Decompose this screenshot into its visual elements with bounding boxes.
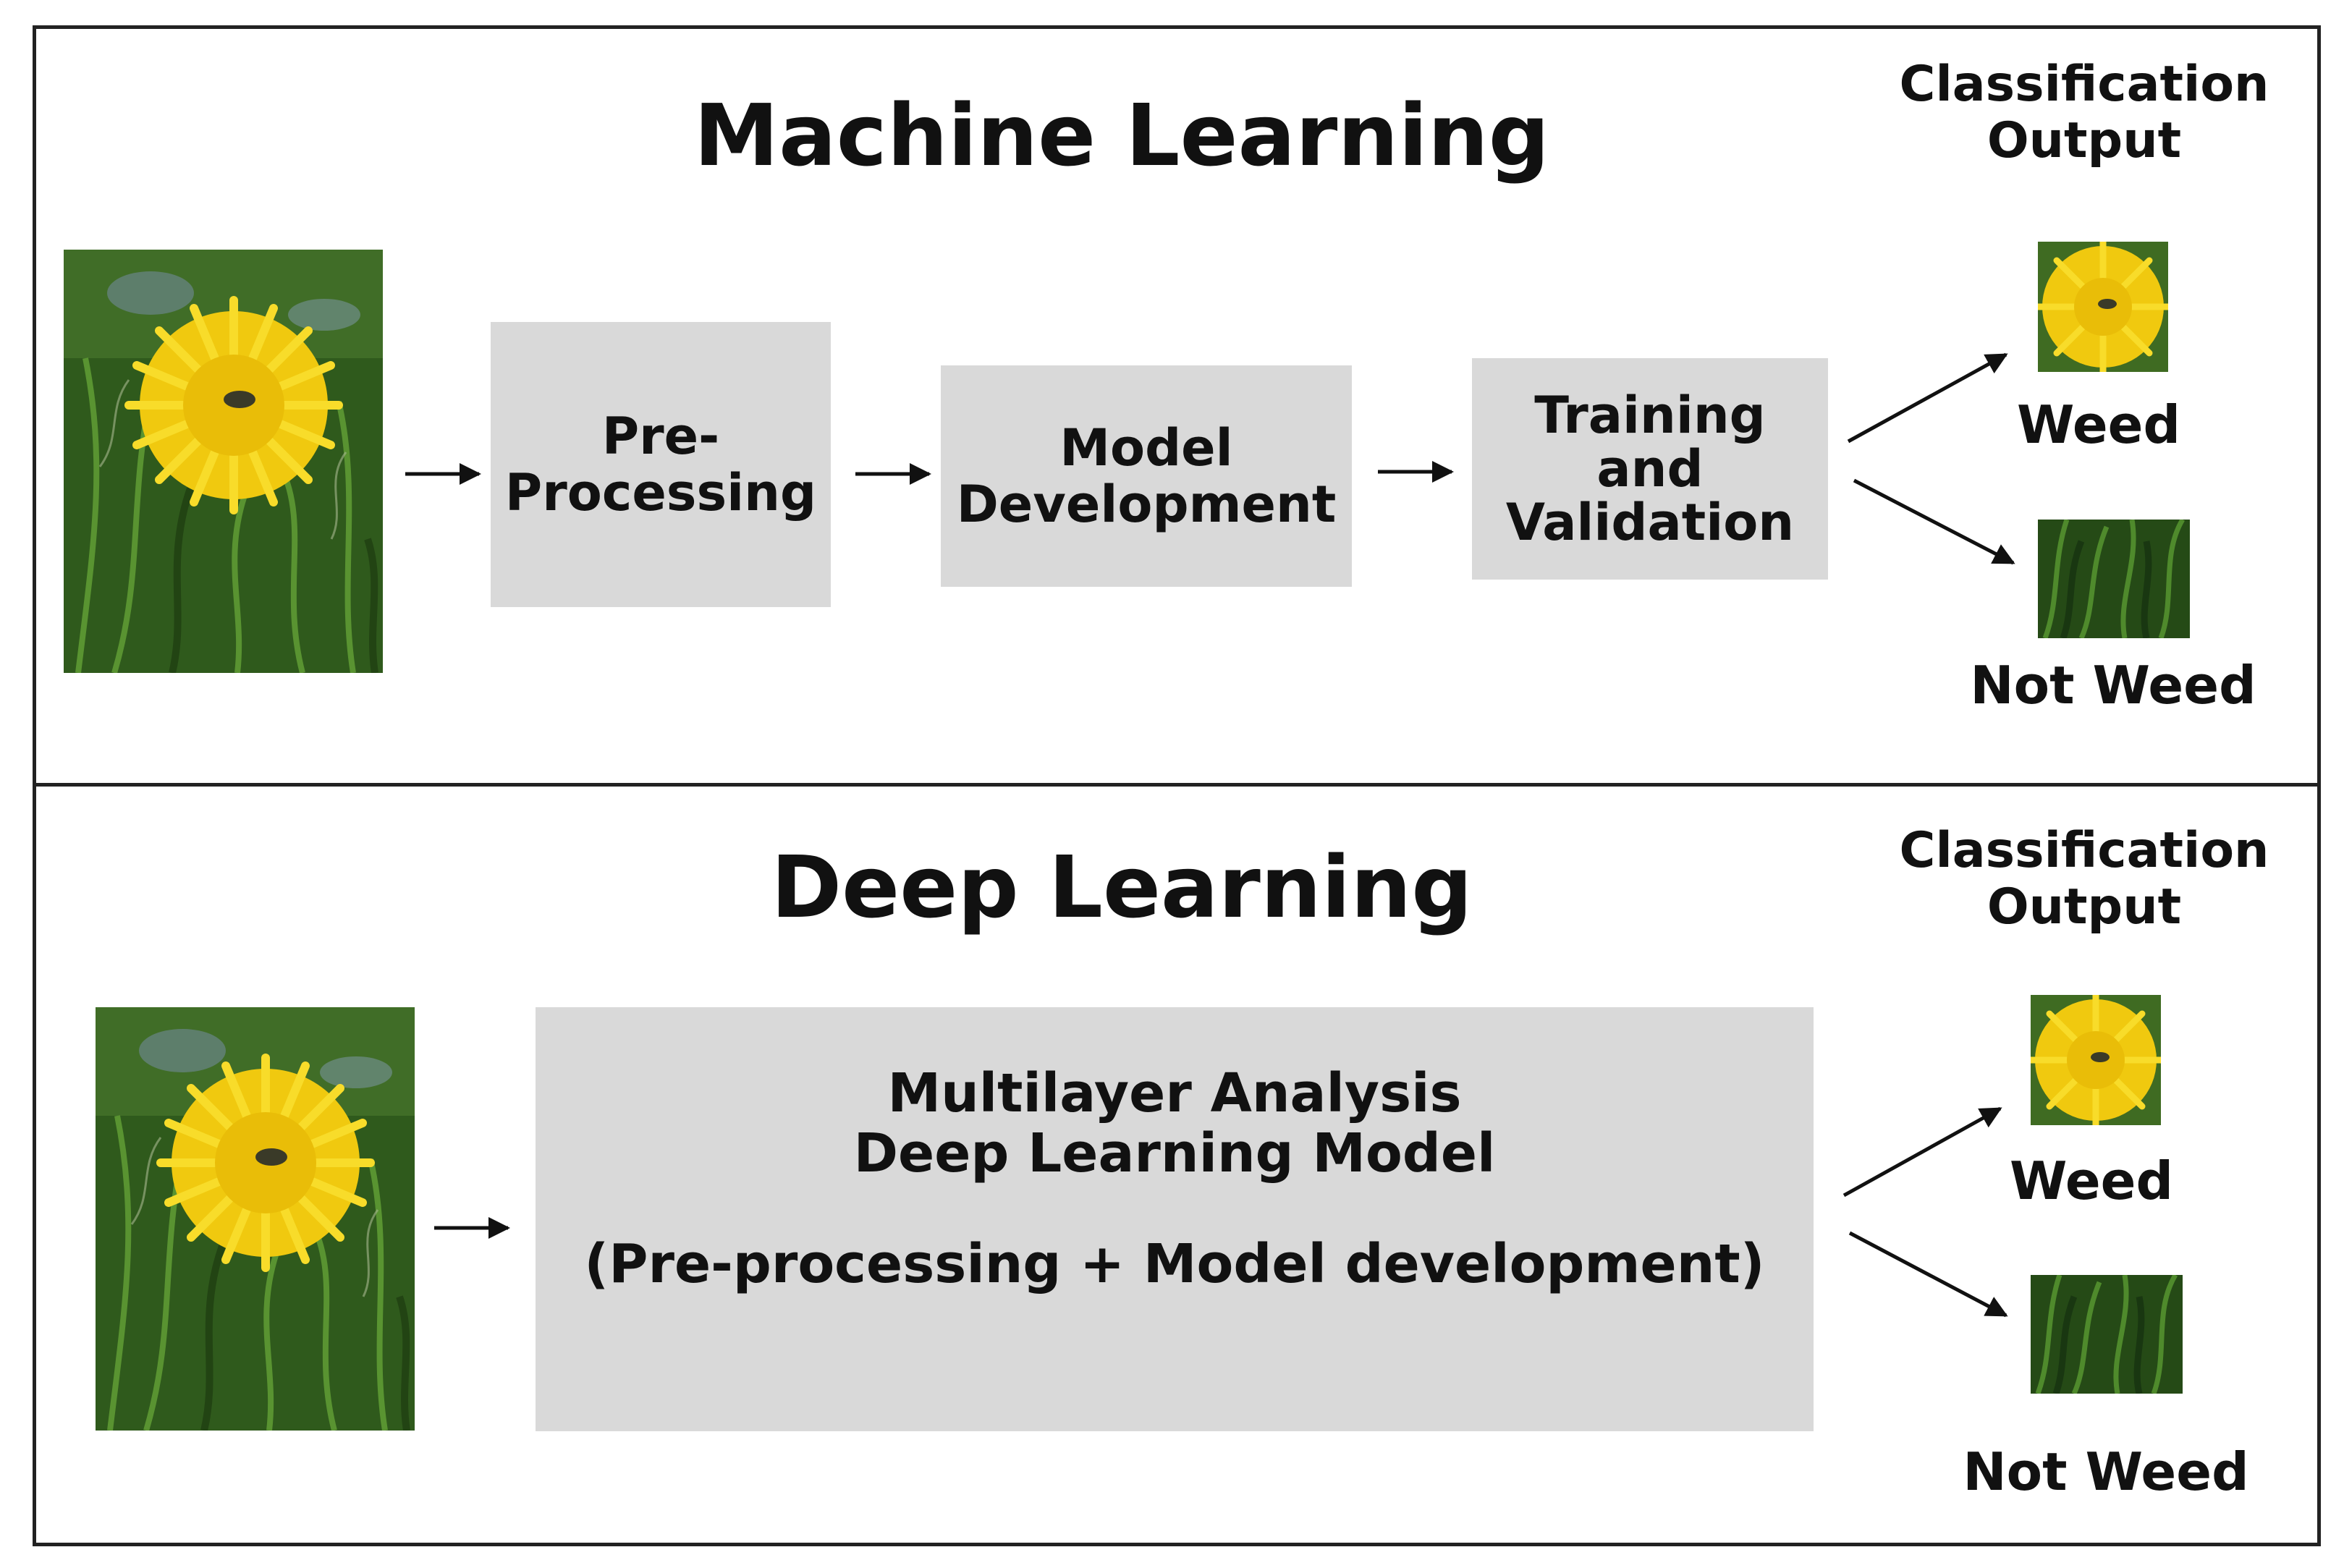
training-validation-label: Training and Validation [1505, 385, 1795, 553]
arrow-icon [1842, 1106, 2002, 1198]
dl-model-line-1: Multilayer Analysis [887, 1062, 1462, 1124]
model-development-box: Model Development [941, 365, 1352, 587]
dl-title: Deep Learning [771, 837, 1473, 937]
ml-output-weed-label: Weed [2016, 394, 2181, 455]
dl-output-not-weed-label: Not Weed [1963, 1441, 2249, 1502]
training-validation-box: Training and Validation [1472, 358, 1828, 580]
dl-classification-output-header: Classification Output [1899, 822, 2269, 936]
arrow-icon [1847, 352, 2008, 444]
dl-model-line-2: Deep Learning Model [853, 1122, 1496, 1185]
ml-title: Machine Learning [693, 85, 1550, 185]
ml-output-not-weed-label: Not Weed [1970, 655, 2256, 716]
arrow-icon [1853, 478, 2015, 565]
deep-learning-model-box: Multilayer Analysis Deep Learning Model … [536, 1007, 1814, 1431]
ml-classification-output-header: Classification Output [1899, 56, 2269, 170]
pre-processing-box: Pre- Processing [491, 322, 831, 607]
deep-learning-panel [33, 783, 2321, 1546]
model-development-label: Model Development [956, 418, 1337, 534]
dl-output-weed-label: Weed [2009, 1150, 2174, 1211]
pre-processing-label: Pre- Processing [504, 406, 817, 522]
dl-model-line-3: (Pre-processing + Model development) [584, 1232, 1765, 1295]
arrow-icon [1848, 1231, 2008, 1318]
